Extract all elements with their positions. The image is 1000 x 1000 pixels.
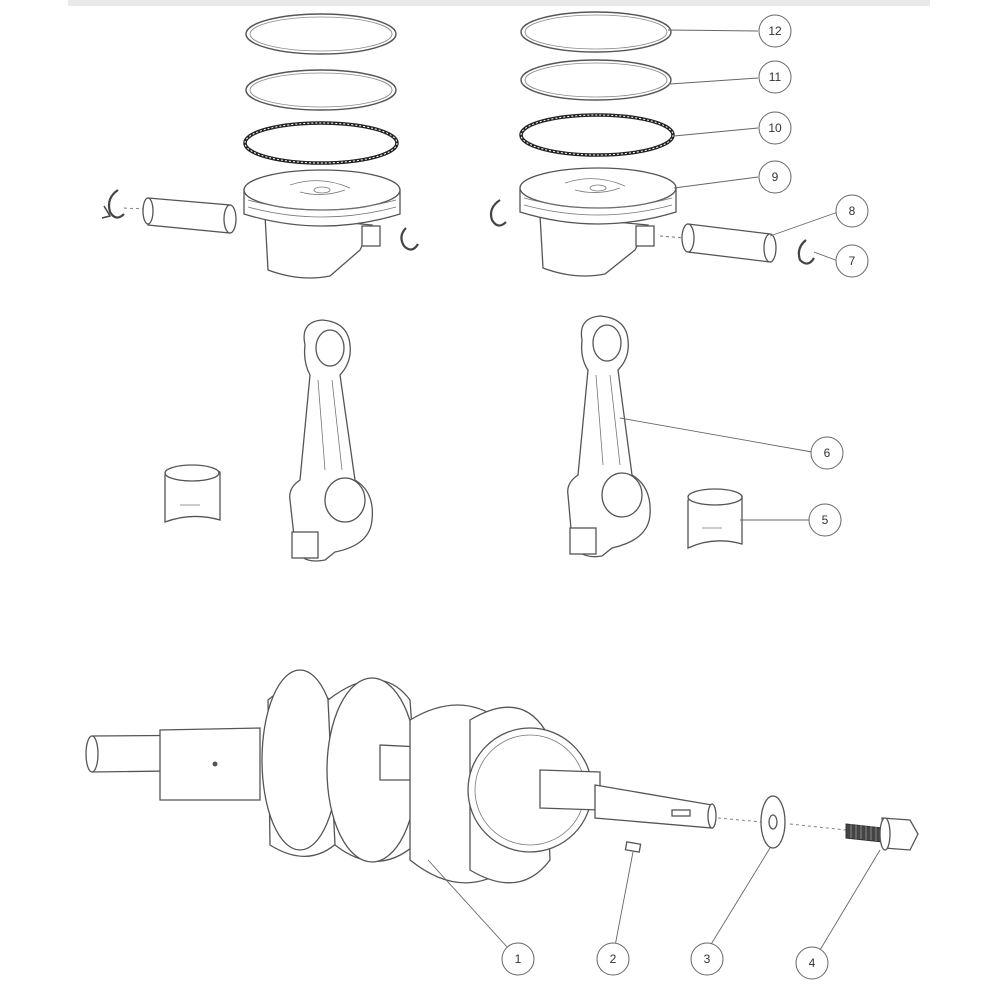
right-circlip-left <box>489 199 507 227</box>
crankshaft-key <box>624 841 642 853</box>
callout-label: 2 <box>610 952 617 966</box>
left-piston <box>243 169 401 279</box>
callout-label: 1 <box>515 952 522 966</box>
right-connecting-rod <box>567 315 651 558</box>
left-piston-pin <box>142 197 237 234</box>
callout-label: 4 <box>809 956 816 970</box>
callout-7: 7 <box>835 244 869 278</box>
left-circlip-left <box>101 189 125 219</box>
left-circlip-right <box>400 227 419 251</box>
top-bar <box>68 0 930 6</box>
right-ring-middle <box>520 59 672 101</box>
right-ring-top <box>520 11 672 53</box>
right-piston-assembly <box>489 11 815 277</box>
right-oil-ring <box>519 113 675 157</box>
callout-3: 3 <box>690 942 724 976</box>
callout-label: 11 <box>769 70 782 84</box>
crankshaft <box>85 669 717 884</box>
callout-4: 4 <box>795 946 829 980</box>
callout-8: 8 <box>835 194 869 228</box>
callout-label: 5 <box>822 513 829 527</box>
callout-6: 6 <box>810 436 844 470</box>
callout-label: 10 <box>768 121 782 135</box>
left-oil-ring <box>243 121 399 165</box>
callout-2: 2 <box>596 942 630 976</box>
callout-label: 8 <box>849 204 856 218</box>
callout-label: 12 <box>768 24 782 38</box>
left-ring-middle <box>245 69 397 111</box>
crankshaft-bolt <box>845 817 919 851</box>
callout-label: 7 <box>849 254 856 268</box>
leader-lines <box>427 29 881 951</box>
right-circlip-right <box>797 239 815 265</box>
left-piston-assembly <box>101 13 419 279</box>
callout-1: 1 <box>501 942 535 976</box>
callout-11: 11 <box>758 60 792 94</box>
callout-label: 9 <box>772 170 779 184</box>
left-bearing-shell <box>164 464 221 523</box>
callout-10: 10 <box>758 111 792 145</box>
left-ring-top <box>245 13 397 55</box>
washer <box>760 795 786 849</box>
right-piston-pin <box>681 223 777 263</box>
callout-label: 6 <box>824 446 831 460</box>
callout-label: 3 <box>704 952 711 966</box>
right-bearing-shell <box>687 488 743 550</box>
right-piston <box>519 167 677 277</box>
callout-9: 9 <box>758 160 792 194</box>
left-connecting-rod <box>289 319 374 562</box>
callout-12: 12 <box>758 14 792 48</box>
callout-5: 5 <box>808 503 842 537</box>
